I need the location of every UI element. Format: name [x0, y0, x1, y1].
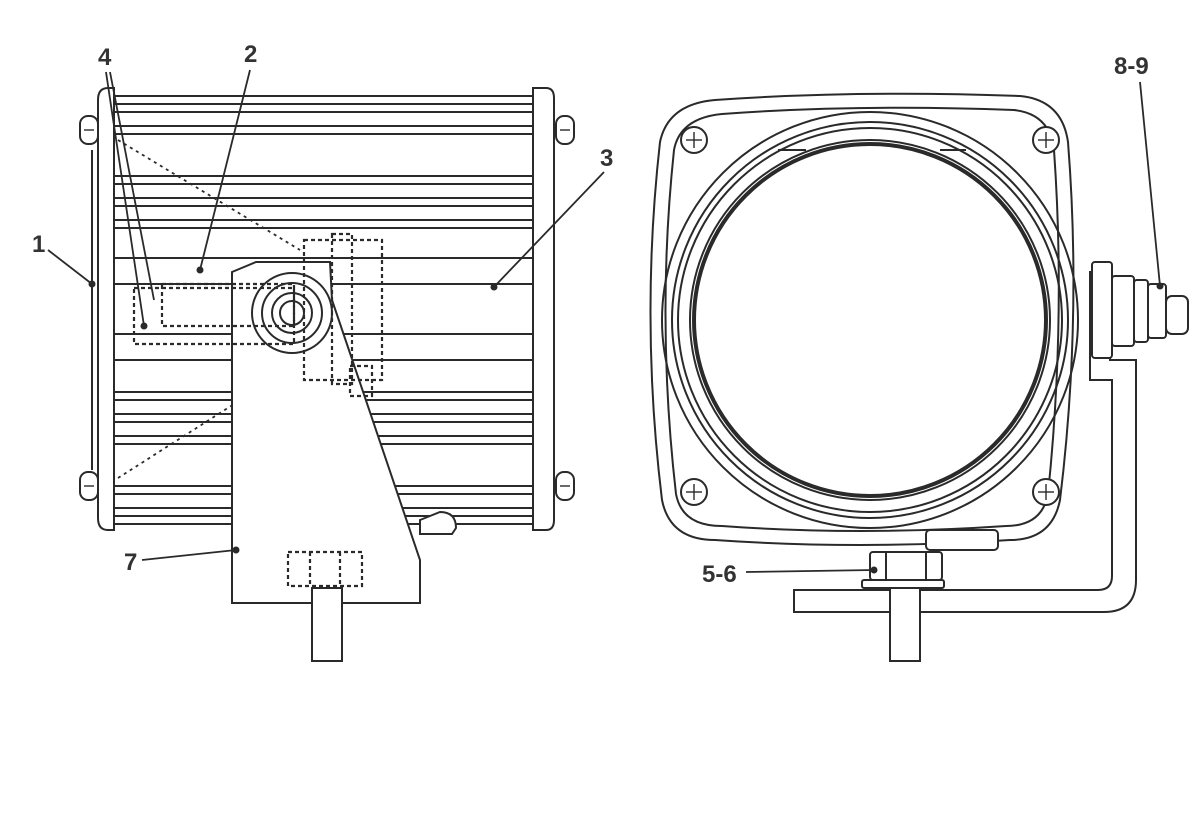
lens-inner-rim: [692, 142, 1048, 498]
lamp-side-view: [79, 87, 575, 662]
callout-2-leader: [199, 69, 251, 271]
hidden-part-4: [132, 286, 296, 346]
hidden-bolt-shank: [330, 232, 354, 386]
lens-ring-3: [677, 127, 1063, 513]
callout-4-label: 4: [98, 44, 112, 71]
front-bezel: [97, 87, 115, 531]
callout-5-6-leader: [745, 569, 875, 573]
lamp-housing: [649, 92, 1075, 546]
side-bolt-assembly: [1091, 261, 1189, 359]
callout-3-leader: [493, 171, 605, 288]
callout-2-label: 2: [244, 41, 257, 68]
callout-4-leader-a: [105, 71, 145, 327]
callouts: 1 4 2 3 7 5-6 8-9: [32, 41, 1164, 588]
lens-ring-outer: [661, 111, 1079, 529]
bottom-nut-assembly: [861, 551, 945, 589]
lens-ring-2: [671, 121, 1069, 519]
hidden-cone-upper: [117, 139, 301, 251]
bottom-knob: [419, 510, 458, 535]
hidden-nut: [286, 550, 364, 588]
hidden-cone-lower: [117, 361, 301, 479]
callout-8-9-leader: [1139, 81, 1161, 287]
callout-8-9-label: 8-9: [1114, 53, 1149, 80]
mounting-stud-side: [311, 587, 343, 662]
mounting-stud-front: [889, 587, 921, 662]
screw-heads-side: [79, 115, 575, 501]
callout-1-label: 1: [32, 231, 45, 258]
screw-heads-front: [680, 126, 1060, 506]
callout-7-leader: [141, 549, 237, 561]
callout-4-leader-b: [109, 71, 155, 301]
housing-bottom-tab: [925, 529, 999, 551]
callout-1-leader: [47, 249, 93, 285]
callout-7-label: 7: [124, 549, 137, 576]
hidden-bolt-head: [302, 238, 384, 382]
hidden-bolt-tip: [348, 364, 374, 398]
lamp-front-view: [649, 92, 1189, 662]
rear-plate: [532, 87, 555, 531]
callout-5-6-label: 5-6: [702, 561, 737, 588]
callout-3-label: 3: [600, 145, 613, 172]
housing-inner-edge: [664, 106, 1060, 532]
pivot-nut-assembly: [251, 272, 333, 354]
lens-ring-4: [689, 139, 1051, 501]
hidden-part-2: [160, 282, 296, 328]
